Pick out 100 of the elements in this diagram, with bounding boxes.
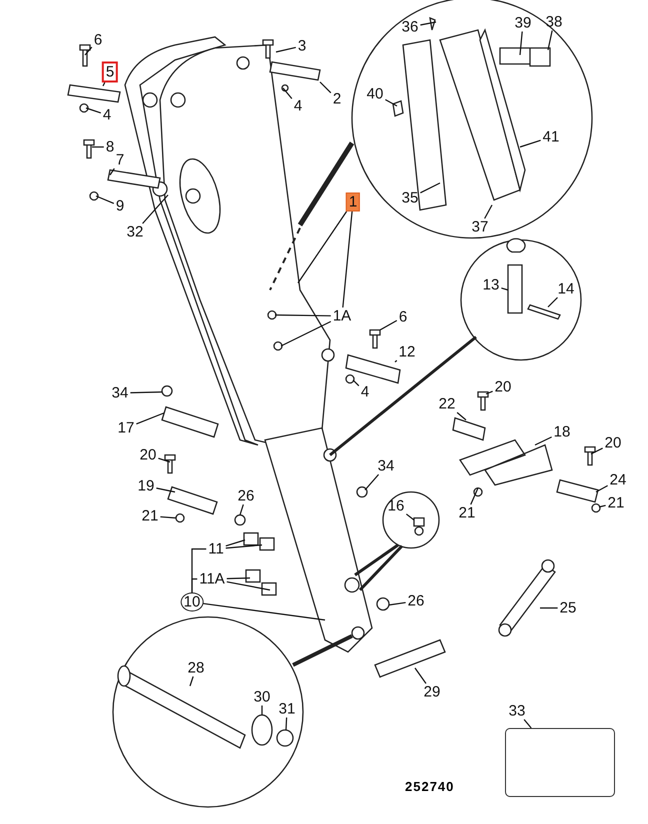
leader-line	[142, 194, 168, 224]
callout-number: 20	[138, 446, 158, 464]
callout-number: 16	[386, 498, 406, 514]
callout-number: 3	[296, 38, 308, 54]
callout-number: 31	[276, 700, 298, 718]
callout-number: 4	[358, 384, 372, 400]
leader-line	[226, 577, 250, 580]
leader-line	[501, 287, 508, 291]
leader-line	[380, 320, 398, 331]
callout-number: 12	[396, 344, 418, 360]
callout-number: 36	[400, 18, 420, 36]
leader-line	[548, 297, 558, 308]
leader-line	[534, 436, 552, 446]
leader-line	[189, 676, 194, 686]
callout-number: 38	[544, 14, 564, 30]
callout-number: 19	[136, 478, 156, 494]
leader-line	[136, 412, 164, 424]
callout-number: 13	[480, 276, 502, 294]
leader-line	[226, 539, 246, 547]
leader-line	[364, 474, 380, 490]
leader-line	[420, 182, 440, 194]
callout-number: 6	[92, 32, 104, 48]
leader-line	[385, 99, 398, 107]
callout-number: 26	[236, 488, 256, 504]
callout-number: 28	[186, 660, 206, 676]
leader-line	[388, 602, 406, 606]
callout-number: 21	[140, 508, 160, 524]
leader-line	[86, 107, 102, 114]
leader-line	[470, 488, 479, 505]
leader-line	[285, 717, 288, 730]
callout-number: 10	[180, 592, 204, 612]
leader-line	[520, 140, 541, 148]
callout-number: 21	[606, 494, 626, 512]
callout-number: 9	[114, 198, 126, 214]
leader-line	[160, 516, 176, 519]
leader-line	[276, 46, 296, 53]
callout-number: 7	[114, 152, 126, 168]
leader-line	[275, 314, 331, 316]
callout-number: 1A	[330, 308, 354, 324]
leader-line	[484, 204, 493, 219]
callout-number: 32	[124, 224, 146, 240]
callout-number: 33	[506, 702, 528, 720]
leader-line	[261, 706, 263, 715]
callout-number: 11	[206, 540, 226, 558]
leader-line	[596, 485, 608, 493]
leader-line	[226, 581, 270, 591]
leader-line	[158, 458, 170, 463]
leader-line	[298, 211, 348, 284]
callout-number: 34	[376, 458, 396, 474]
leader-line	[102, 82, 106, 86]
leader-line	[590, 448, 603, 455]
leader-line	[524, 719, 532, 728]
callout-number: 39	[512, 14, 534, 32]
leader-line	[191, 578, 198, 592]
leader-line	[96, 195, 114, 204]
callout-number: 25	[558, 600, 578, 616]
callout-number: 21	[456, 504, 478, 522]
callout-number: 22	[436, 396, 458, 412]
callout-number: 17	[116, 420, 136, 436]
drawing-number: 252740	[405, 779, 454, 794]
callout-number: 14	[556, 280, 576, 298]
callout-number: 5	[102, 62, 118, 82]
callout-number: 1	[346, 192, 360, 212]
callout-number: 8	[104, 138, 116, 156]
leader-line	[394, 360, 398, 362]
leader-line	[110, 168, 115, 176]
leader-line	[406, 514, 414, 520]
leader-line	[226, 544, 262, 549]
blank-plate	[505, 728, 615, 797]
leader-line	[84, 46, 92, 56]
callout-number: 4	[100, 106, 114, 124]
callout-number: 34	[110, 384, 130, 402]
leader-line	[598, 504, 606, 508]
callout-number: 40	[364, 86, 386, 102]
callout-number: 11A	[197, 570, 227, 588]
callout-number: 37	[470, 218, 490, 236]
callout-number: 30	[252, 688, 272, 706]
leader-line	[203, 602, 326, 621]
leader-line	[456, 412, 466, 420]
callout-number: 20	[492, 378, 514, 396]
leader-line	[239, 504, 244, 516]
callout-number: 35	[400, 190, 420, 206]
callout-number: 4	[292, 98, 304, 114]
leader-line	[342, 211, 353, 308]
leader-line	[92, 146, 104, 148]
callout-number: 20	[602, 434, 624, 452]
leader-line	[156, 488, 176, 493]
leader-line	[282, 88, 292, 99]
leader-line	[540, 607, 558, 609]
leader-line	[547, 30, 553, 50]
leader-line	[420, 21, 436, 26]
callout-number: 24	[608, 472, 628, 488]
leader-line	[280, 320, 332, 347]
callout-number: 41	[540, 128, 562, 146]
leader-line	[519, 31, 523, 56]
callout-number: 26	[406, 592, 426, 610]
callout-number: 6	[396, 308, 410, 326]
callout-number: 29	[422, 684, 442, 700]
callout-number: 2	[330, 90, 344, 108]
leader-line	[130, 391, 162, 394]
